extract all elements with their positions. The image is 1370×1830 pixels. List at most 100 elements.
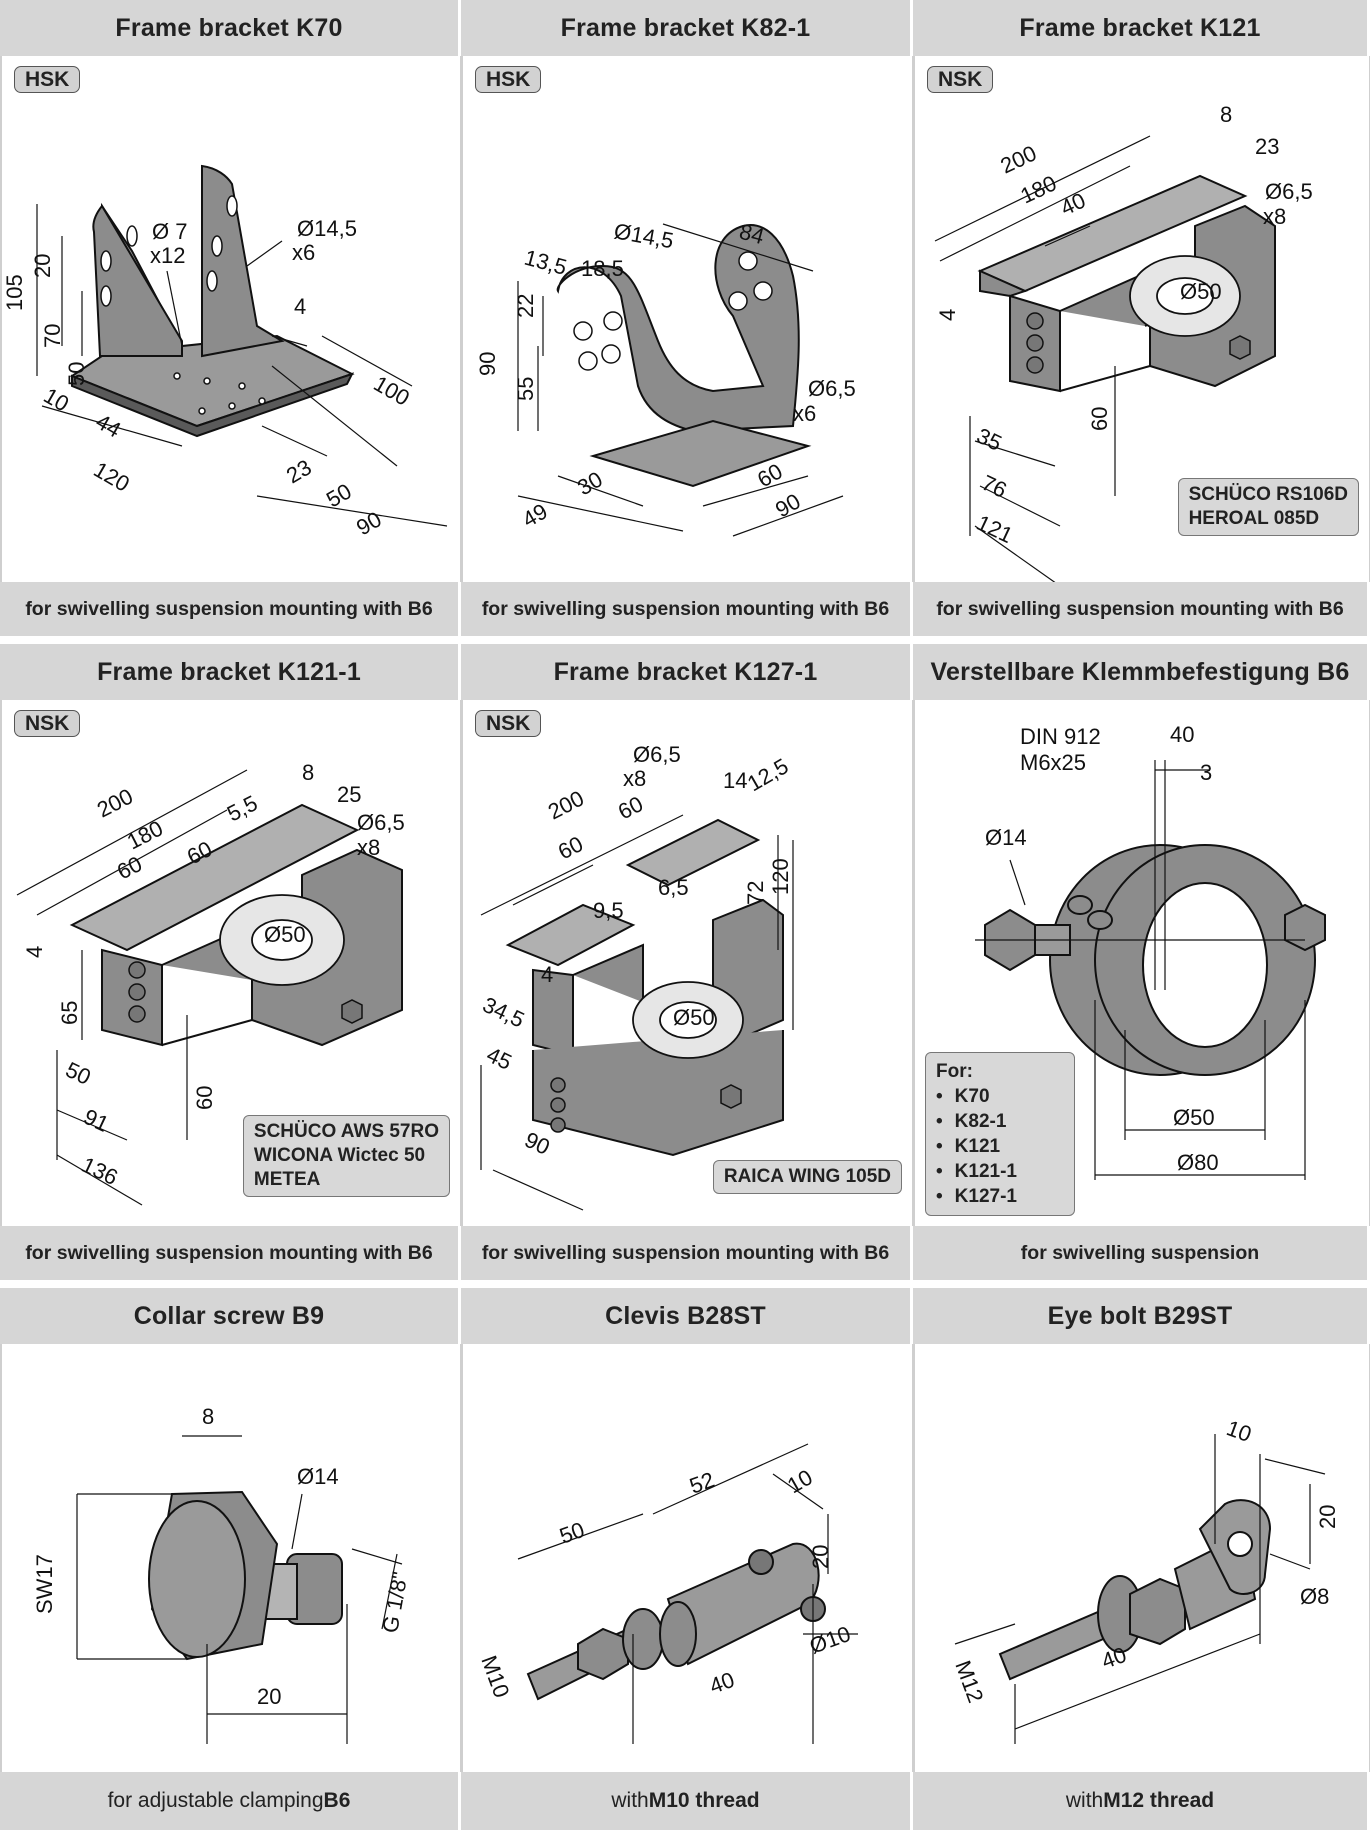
dim-k127-4: 4 xyxy=(541,962,553,987)
dim-k121-d6: Ø6,5 xyxy=(1265,179,1313,204)
dim-k121-1-65: 65 xyxy=(57,1001,82,1025)
header-b9: Collar screw B9 xyxy=(0,1288,461,1344)
drawing-k121: NSK 200 180 8 xyxy=(913,56,1370,582)
note-k121-1-profiles: SCHÜCO AWS 57RO WICONA Wictec 50 METEA xyxy=(242,1115,450,1197)
dim-k121-121: 121 xyxy=(973,510,1017,548)
note-line: WICONA Wictec 50 xyxy=(253,1145,426,1166)
dim-k127-60: 60 xyxy=(614,791,647,824)
footer-text: with xyxy=(1065,1789,1104,1812)
dim-k127-6_5: 6,5 xyxy=(658,875,689,900)
header-k121: Frame bracket K121 xyxy=(913,0,1370,56)
dim-k121-x8: x8 xyxy=(1263,204,1286,229)
footer-text: for adjustable clamping xyxy=(107,1789,324,1812)
header-b29st: Eye bolt B29ST xyxy=(913,1288,1370,1344)
dim-k121-1-4: 4 xyxy=(22,946,47,958)
dim-b6-d80: Ø80 xyxy=(1177,1150,1219,1175)
note-line: SCHÜCO RS106D xyxy=(1188,484,1348,505)
dim-b29-10: 10 xyxy=(1223,1415,1255,1447)
k70-technical-drawing: 105 20 70 50 Ø 7 x12 Ø14,5 x6 4 100 10 4… xyxy=(2,164,448,540)
k121-1-technical-drawing: 200 180 8 25 5,5 60 60 Ø6,5 x8 4 Ø50 65 … xyxy=(16,760,405,1206)
dim-k121-60: 60 xyxy=(1087,407,1112,431)
dim-k82-55: 55 xyxy=(513,377,538,401)
dim-k121-200: 200 xyxy=(997,140,1041,178)
compatibility-item: K121-1 xyxy=(936,1159,1064,1184)
dim-k127-14: 14 xyxy=(723,768,747,793)
footer-b28st: with M10 thread xyxy=(461,1772,913,1830)
separator xyxy=(0,1280,461,1288)
dim-b28-10: 10 xyxy=(783,1464,817,1498)
header-b6: Verstellbare Klemmbefestigung B6 xyxy=(913,644,1370,700)
dim-k82-18_5: 18,5 xyxy=(581,256,624,281)
dim-b29-20: 20 xyxy=(1315,1505,1340,1529)
note-line: RAICA WING 105D xyxy=(723,1166,891,1187)
drawing-b28st: 52 50 10 20 Ø10 40 M10 xyxy=(461,1344,913,1772)
dim-k70-70: 70 xyxy=(40,324,65,348)
badge-nsk: NSK xyxy=(14,710,81,737)
dim-b28-52: 52 xyxy=(686,1467,718,1499)
compatibility-list: K70 K82-1 K121 K121-1 K127-1 xyxy=(936,1084,1064,1209)
drawing-b9: 8 Ø14 SW17 G 1/8" 20 xyxy=(0,1344,461,1772)
compatibility-box: For: K70 K82-1 K121 K121-1 K127-1 xyxy=(925,1052,1075,1216)
dim-k127-d6: Ø6,5 xyxy=(633,742,681,767)
footer-bold: M12 thread xyxy=(1103,1789,1215,1812)
dim-k70-x6: x6 xyxy=(292,240,315,265)
separator xyxy=(913,636,1370,644)
dim-k127-9_5: 9,5 xyxy=(593,898,624,923)
dim-k82-x6: x6 xyxy=(793,401,816,426)
dim-b9-sw17: SW17 xyxy=(32,1554,57,1614)
k127-1-technical-drawing: Ø6,5 x8 200 60 60 14 12,5 72 120 6,5 9,5… xyxy=(479,742,794,1211)
header-k121-1: Frame bracket K121-1 xyxy=(0,644,461,700)
b9-technical-drawing: 8 Ø14 SW17 G 1/8" 20 xyxy=(32,1404,413,1744)
dim-k127-90: 90 xyxy=(521,1127,554,1160)
separator xyxy=(461,1280,913,1288)
dim-k70-120: 120 xyxy=(90,457,134,497)
dim-b29-d8: Ø8 xyxy=(1300,1584,1329,1609)
dim-k121-8: 8 xyxy=(1220,102,1232,127)
dim-k70-x12: x12 xyxy=(150,243,185,268)
dim-k70-d7: Ø 7 xyxy=(152,219,187,244)
dim-k82-22: 22 xyxy=(513,294,538,318)
dim-b9-20: 20 xyxy=(257,1684,281,1709)
dim-k121-1-5_5: 5,5 xyxy=(223,790,262,826)
dim-k70-20: 20 xyxy=(30,254,55,278)
b6-technical-drawing: DIN 912 M6x25 40 3 Ø14 Ø50 Ø80 xyxy=(975,722,1326,1180)
footer-bold: B6 xyxy=(323,1789,351,1812)
dim-k121-40: 40 xyxy=(1057,188,1090,221)
footer-text: with xyxy=(611,1789,649,1812)
drawing-k82-1: HSK 13,5 18,5 Ø14,5 84 90 22 55 Ø6,5 xyxy=(461,56,913,582)
dim-b6-d50: Ø50 xyxy=(1173,1105,1215,1130)
dim-k70-4: 4 xyxy=(294,294,306,319)
dim-k121-1-d50: Ø50 xyxy=(264,922,306,947)
dim-k70-100: 100 xyxy=(370,371,414,411)
dim-b28-20: 20 xyxy=(808,1545,833,1569)
badge-nsk: NSK xyxy=(927,66,994,93)
drawing-b6: DIN 912 M6x25 40 3 Ø14 Ø50 Ø80 For: K70 … xyxy=(913,700,1370,1226)
note-k127-1-profiles: RAICA WING 105D xyxy=(712,1160,902,1194)
dim-k121-d50: Ø50 xyxy=(1180,279,1222,304)
dim-k121-1-60c: 60 xyxy=(192,1086,217,1110)
compatibility-item: K121 xyxy=(936,1134,1064,1159)
dim-k82-90b: 90 xyxy=(771,488,805,522)
b28st-technical-drawing: 52 50 10 20 Ø10 40 M10 xyxy=(476,1443,858,1744)
header-k70: Frame bracket K70 xyxy=(0,0,461,56)
dim-k82-90: 90 xyxy=(475,352,500,376)
separator xyxy=(0,636,461,644)
dim-b6-40: 40 xyxy=(1170,722,1194,747)
dim-k70-105: 105 xyxy=(2,274,27,311)
compatibility-item: K82-1 xyxy=(936,1109,1064,1134)
k121-technical-drawing: 200 180 8 23 40 Ø6,5 x8 4 Ø50 35 60 76 1… xyxy=(934,102,1313,582)
dim-k121-180: 180 xyxy=(1017,170,1061,208)
dim-b28-40: 40 xyxy=(706,1667,738,1699)
dim-k127-x8: x8 xyxy=(623,766,646,791)
dim-k70-44: 44 xyxy=(92,409,126,443)
separator xyxy=(461,636,913,644)
separator xyxy=(913,1280,1370,1288)
dim-k121-1-60: 60 xyxy=(113,851,146,884)
dim-k70-23: 23 xyxy=(282,454,316,488)
dim-k121-1-200: 200 xyxy=(93,784,137,823)
dim-k70-50: 50 xyxy=(64,362,89,386)
dim-k82-49: 49 xyxy=(518,498,552,532)
dim-k127-34_5: 34,5 xyxy=(479,992,528,1033)
dim-k82-13_5: 13,5 xyxy=(522,245,570,280)
